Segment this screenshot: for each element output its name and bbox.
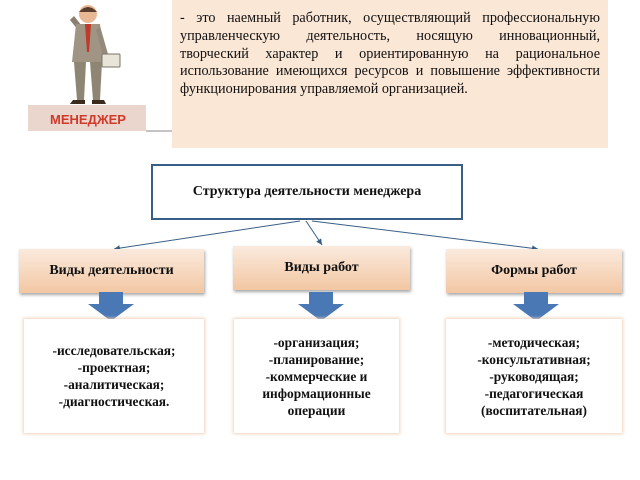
list-item: -организация; [273,334,360,350]
list-item: (воспитательная) [480,402,587,418]
definition-box: - это наемный работник, осуществляющий п… [172,0,608,148]
activity-types-list: -исследовательская; -проектная; -аналити… [24,319,204,433]
list-item: -планирование; [268,351,365,367]
list-item: операции [287,402,346,418]
list-item: -проектная; [77,360,151,375]
structure-root-box: Структура деятельности менеджера [151,164,463,220]
list-item: -руководящая; [489,368,579,384]
list-item: -диагностическая. [58,394,170,409]
list-item: -педагогическая [484,385,584,401]
connector-to-work-types [305,220,323,246]
work-types-list: -организация; -планирование; -коммерческ… [234,319,399,433]
list-item: -исследовательская; [52,343,176,358]
manager-illustration: МЕНЕДЖЕР [28,0,173,133]
connector-to-work-forms [311,220,539,252]
list-item: -аналитическая; [63,377,165,392]
manager-caption: МЕНЕДЖЕР [50,112,126,127]
list-item: -консультативная; [477,351,591,367]
list-item: -методическая; [487,334,581,350]
down-arrow-icon [298,292,344,321]
category-title: Виды работ [284,260,359,275]
category-work-types: Виды работ [233,246,410,290]
category-title: Виды деятельности [49,263,174,278]
connector-to-activity-types [113,220,301,252]
category-work-forms: Формы работ [446,249,622,293]
down-arrow-icon [88,292,134,321]
work-forms-list: -методическая; -консультативная; -руково… [446,319,622,433]
down-arrow-icon [513,292,559,321]
structure-root-title: Структура деятельности менеджера [192,184,422,199]
category-title: Формы работ [491,263,577,278]
list-item: -коммерческие и [265,368,368,384]
list-item: информационные [262,385,371,401]
category-activity-types: Виды деятельности [19,249,204,293]
definition-text: - это наемный работник, осуществляющий п… [180,10,600,98]
